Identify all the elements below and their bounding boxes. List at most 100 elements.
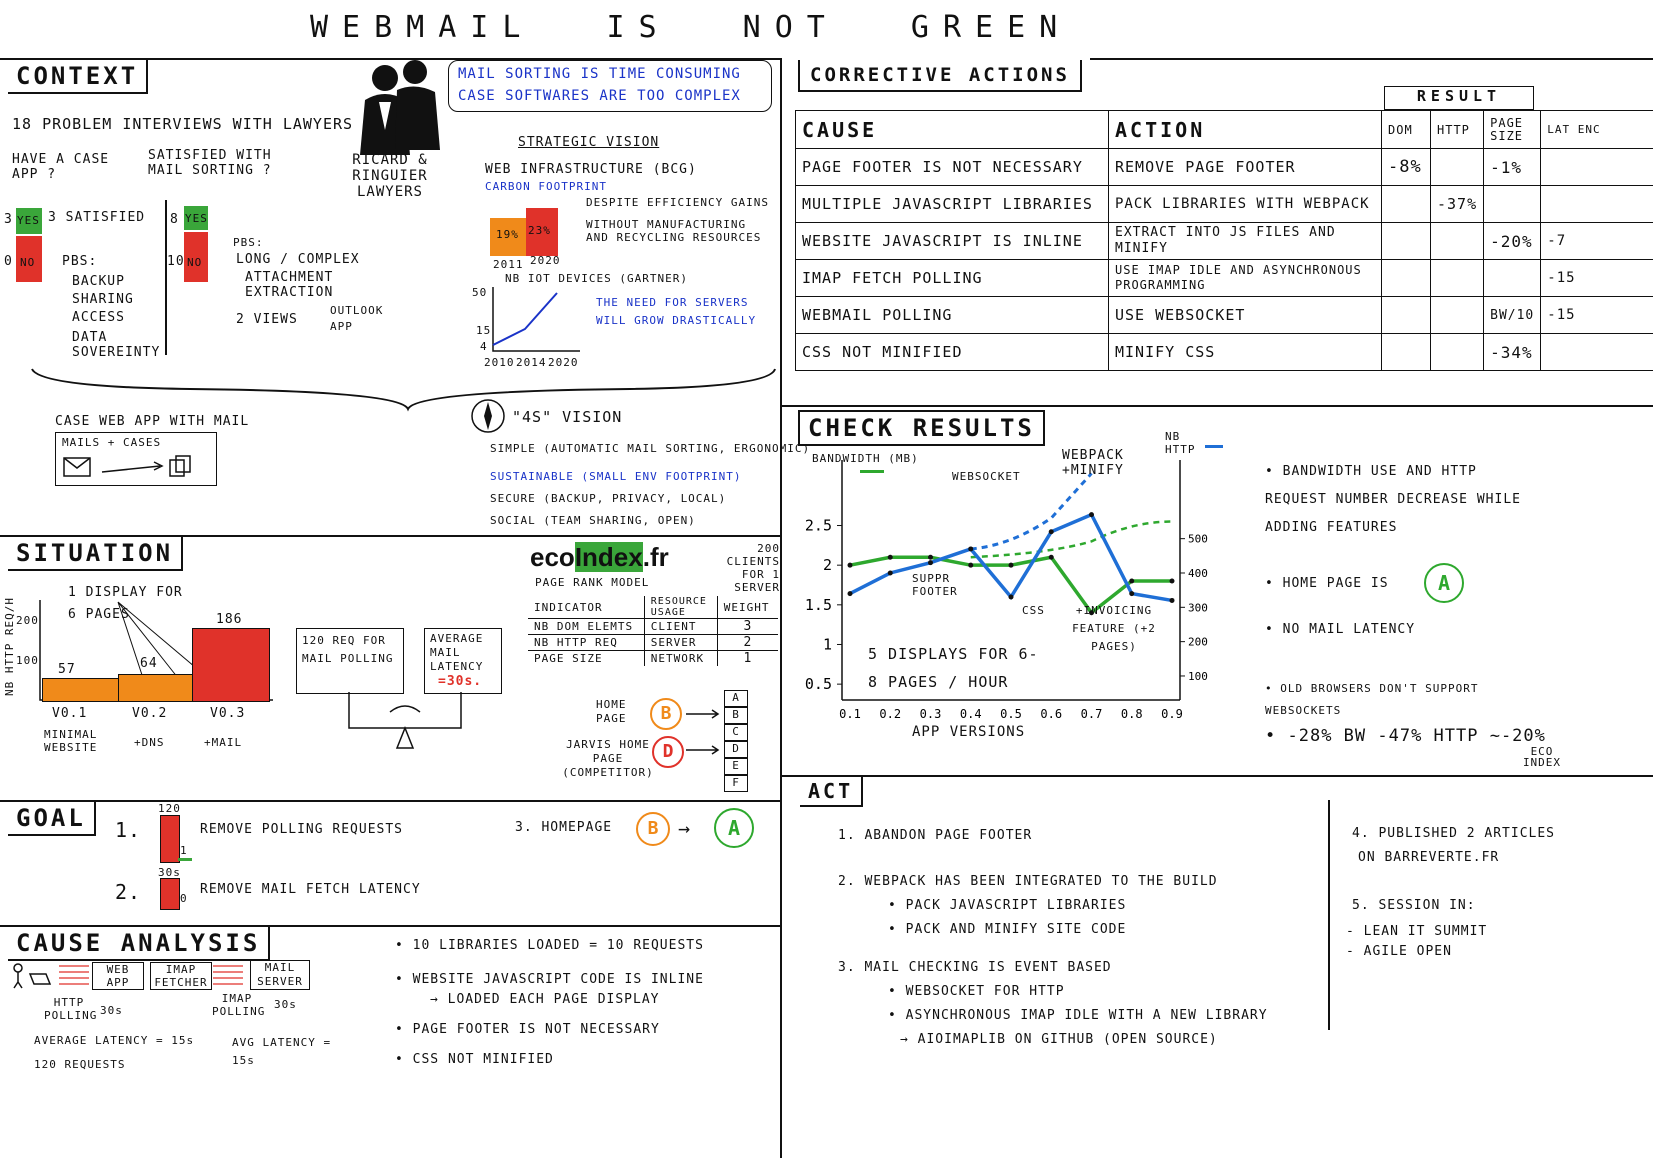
chart-http-projection <box>970 472 1093 551</box>
imap-fetcher-box: IMAP FETCHER <box>150 962 212 990</box>
chart-point-0-8 <box>1169 578 1175 584</box>
q2-question: SATISFIED WITH MAIL SORTING ? <box>148 148 272 178</box>
check-header: CHECK RESULTS <box>798 410 1045 446</box>
lawyers-icon <box>360 60 440 155</box>
chart-ytick-label-3: 2 <box>823 556 832 574</box>
carbon-bar-2011 <box>490 218 526 256</box>
annotation-websocket: WEBSOCKET <box>952 470 1021 483</box>
situation-bar-v02 <box>118 674 194 702</box>
check-home-grade: A <box>1424 563 1464 603</box>
q2-pbs-label: PBS: <box>233 236 264 249</box>
avg-latency-1: AVERAGE LATENCY = 15s <box>34 1034 195 1047</box>
chart-point-1-8 <box>1169 597 1175 603</box>
imap-polling-value: 30s <box>274 998 297 1011</box>
pain-point-1: MAIL SORTING IS TIME CONSUMING <box>458 66 741 82</box>
carbon-2011-value: 19% <box>496 228 519 241</box>
act-item-3b: • ASYNCHRONOUS IMAP IDLE WITH A NEW LIBR… <box>888 1008 1268 1023</box>
iot-year-2010: 2010 <box>484 356 515 369</box>
act-header: ACT <box>800 777 864 807</box>
divider-cause <box>0 925 780 927</box>
row4-cause: IMAP FETCH POLLING <box>795 259 1109 297</box>
goal-header: GOAL <box>8 802 96 836</box>
chart-y2tick-label-2: 300 <box>1188 601 1208 614</box>
chart-ytick-label-4: 2.5 <box>805 517 832 535</box>
row3-dom <box>1381 222 1431 260</box>
q1-pb-1: BACKUP <box>72 274 125 289</box>
th-weight: WEIGHT <box>716 596 778 619</box>
row6-page: -34% <box>1483 333 1542 371</box>
iot-value-15: 15 <box>476 324 492 337</box>
home-page-label: HOME PAGE <box>596 698 627 725</box>
chart-point-0-5 <box>1048 554 1054 560</box>
row3-cause: WEBSITE JAVASCRIPT IS INLINE <box>795 222 1109 260</box>
case-web-app-box <box>55 432 217 486</box>
vision-item-1: SIMPLE (AUTOMATIC MAIL SORTING, ERGONOMI… <box>490 442 811 455</box>
row4-http <box>1429 259 1485 297</box>
row2-resource: SERVER <box>643 634 718 651</box>
chart-xtick-label-3: 0.4 <box>960 707 982 721</box>
check-bullet-1-text: BANDWIDTH USE AND HTTP REQUEST NUMBER DE… <box>1265 464 1521 535</box>
q1-satisfied: 3 SATISFIED <box>48 210 146 225</box>
check-bullet-2: • HOME PAGE IS <box>1265 576 1389 591</box>
chart-point-0-6 <box>1089 610 1094 616</box>
scale-f: F <box>724 775 748 792</box>
row6-action: MINIFY CSS <box>1108 333 1382 371</box>
chart-point-1-2 <box>928 560 933 566</box>
cause-bullet-2: • WEBSITE JAVASCRIPT CODE IS INLINE <box>395 972 704 987</box>
page-title: WEBMAIL IS NOT GREEN <box>310 10 1072 45</box>
case-web-app-title: CASE WEB APP WITH MAIL <box>55 414 250 429</box>
q2-no-label: NO <box>187 256 203 269</box>
chart-point-0-3 <box>968 562 974 568</box>
carbon-note-1: DESPITE EFFICIENCY GAINS <box>586 196 769 209</box>
situation-ylabel: NB HTTP REQ/H <box>3 596 17 697</box>
act-separator <box>1328 800 1330 1030</box>
req-box <box>296 628 404 694</box>
row4-dom <box>1381 259 1431 297</box>
row4-page <box>1483 259 1542 297</box>
chart-y2tick-label-0: 100 <box>1188 670 1208 683</box>
check-bullet-3-text: NO MAIL LATENCY <box>1282 622 1416 637</box>
check-bullet-1: • BANDWIDTH USE AND HTTP REQUEST NUMBER … <box>1265 464 1521 535</box>
goal-1-bar <box>160 815 180 863</box>
row4-action: USE IMAP IDLE AND ASYNCHRONOUS PROGRAMMI… <box>1108 259 1382 297</box>
q1-yes-count: 3 <box>4 212 13 227</box>
check-summary: • -28% BW -47% HTTP ~-20% <box>1265 726 1546 746</box>
act-item-2a: • PACK JAVASCRIPT LIBRARIES <box>888 898 1127 913</box>
chart-xtick-label-1: 0.2 <box>879 707 901 721</box>
annotation-footer: SUPPR FOOTER <box>912 572 958 598</box>
act-item-3a: • WEBSOCKET FOR HTTP <box>888 984 1065 999</box>
row1-indicator: NB DOM ELEMTS <box>528 618 645 635</box>
carbon-2020-value: 23% <box>528 224 551 237</box>
req-box-text: 120 REQ FOR MAIL POLLING <box>302 634 394 665</box>
row5-dom <box>1381 296 1431 334</box>
annotation-invoicing: +INVOICING FEATURE (+2 PAGES) <box>1072 604 1156 653</box>
chart-point-0-2 <box>928 554 933 560</box>
row5-action: USE WEBSOCKET <box>1108 296 1382 334</box>
row3-action: EXTRACT INTO JS FILES AND MINIFY <box>1108 222 1382 260</box>
cause-bullet-1: • 10 LIBRARIES LOADED = 10 REQUESTS <box>395 938 704 953</box>
balance-scale <box>348 692 462 749</box>
chart-xtick-label-7: 0.8 <box>1121 707 1143 721</box>
check-bullet-2-text: HOME PAGE IS <box>1282 576 1389 591</box>
latency-box <box>424 628 502 694</box>
web-infra-label: WEB INFRASTRUCTURE (BCG) <box>485 162 697 177</box>
goal-2-text: REMOVE MAIL FETCH LATENCY <box>200 882 421 897</box>
row6-http <box>1429 333 1485 371</box>
vision-item-3: SECURE (BACKUP, PRIVACY, LOCAL) <box>490 492 727 505</box>
iot-value-4: 4 <box>480 340 488 353</box>
carbon-year-2011: 2011 <box>493 258 524 271</box>
row2-lat <box>1540 185 1653 223</box>
row1-action: REMOVE PAGE FOOTER <box>1108 148 1382 186</box>
q2-yes-count: 8 <box>170 212 179 227</box>
chart-xtick-label-6: 0.7 <box>1081 707 1103 721</box>
http-polling-label: HTTP POLLING <box>44 996 98 1022</box>
act-right-2: ON BARREVERTE.FR <box>1358 850 1500 865</box>
row1-resource: CLIENT <box>643 618 718 635</box>
row6-dom <box>1381 333 1431 371</box>
web-app-box: WEB APP <box>92 962 144 990</box>
col-cause: CAUSE <box>795 110 1109 149</box>
divider-situation <box>0 535 780 537</box>
q2-view-app: APP <box>330 320 353 333</box>
scale-c: C <box>724 724 748 741</box>
